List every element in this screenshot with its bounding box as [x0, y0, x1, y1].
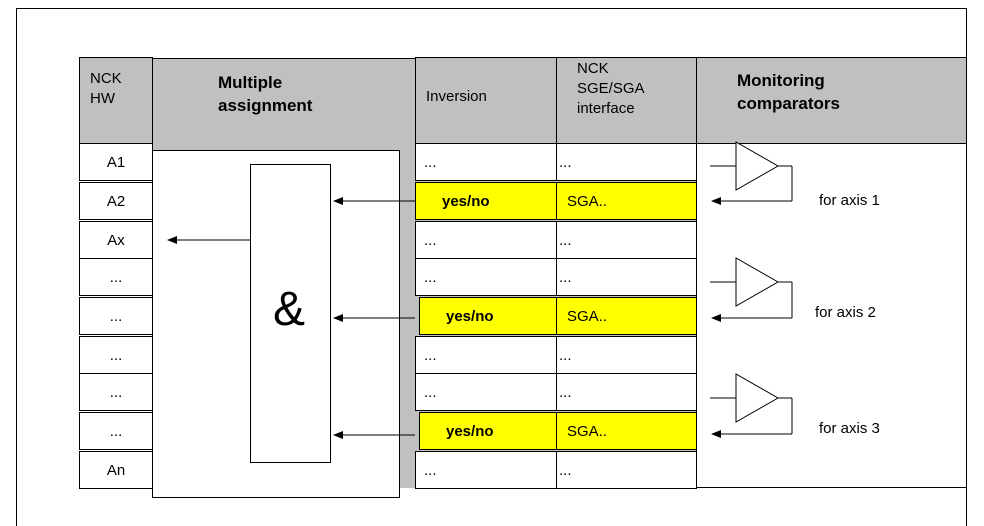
comparator-3: [710, 373, 793, 438]
inversion-value: ...: [424, 383, 437, 401]
interface-value: SGA..: [567, 307, 608, 325]
inversion-value: yes/no: [446, 422, 494, 440]
header-monitoring-line1: Monitoring: [737, 71, 825, 90]
inversion-cell: ...: [415, 451, 557, 489]
axis-label-3: for axis 3: [819, 420, 880, 437]
interface-cell: ...: [556, 221, 697, 259]
hw-row-label: ...: [109, 422, 123, 440]
hw-row: A1: [79, 143, 153, 181]
comparator-2: [710, 257, 793, 322]
hw-row-label: Ax: [107, 231, 125, 249]
inversion-value: ...: [424, 231, 437, 249]
interface-cell-highlight: SGA..: [556, 297, 697, 335]
hw-row: A2: [79, 182, 153, 220]
hw-row: ...: [79, 297, 153, 335]
hw-row: An: [79, 451, 153, 489]
interface-cell-highlight: SGA..: [556, 182, 697, 220]
axis-label-2: for axis 2: [815, 304, 876, 321]
header-multiple-assignment-line1: Multiple: [218, 73, 283, 92]
inversion-cell: ...: [415, 373, 557, 411]
interface-value: SGA..: [567, 192, 608, 210]
header-inversion-label: Inversion: [426, 88, 487, 105]
hw-row-label: ...: [109, 346, 123, 364]
hw-row: Ax: [79, 221, 153, 259]
interface-cell: ...: [556, 373, 697, 411]
inversion-cell-highlight: yes/no: [419, 412, 557, 450]
hw-row-label: An: [106, 461, 126, 479]
inversion-value: ...: [424, 346, 437, 364]
interface-value: ...: [559, 346, 572, 364]
and-gate: [250, 164, 331, 463]
header-nck-hw-line2: HW: [90, 90, 115, 107]
inversion-cell: ...: [415, 221, 557, 259]
hw-row: ...: [79, 336, 153, 374]
interface-value: ...: [559, 153, 572, 171]
hw-row: ...: [79, 412, 153, 450]
hw-row: ...: [79, 373, 153, 411]
interface-cell: ...: [556, 143, 697, 181]
inversion-cell: ...: [415, 258, 557, 296]
hw-row: ...: [79, 258, 153, 296]
hw-row-label: ...: [109, 268, 123, 286]
inversion-cell-highlight: yes/no: [415, 182, 557, 220]
header-nck-interface-line2: SGE/SGA: [577, 80, 645, 97]
header-nck-interface-line3: interface: [577, 100, 635, 117]
and-symbol: &: [273, 283, 306, 336]
header-multiple-assignment: Multiple assignment: [153, 58, 415, 144]
inversion-value: ...: [424, 461, 437, 479]
header-nck-hw-line1: NCK: [90, 70, 122, 87]
inversion-value: yes/no: [442, 192, 490, 210]
interface-value: SGA..: [567, 422, 608, 440]
inversion-cell: ...: [415, 143, 557, 181]
interface-cell: ...: [556, 451, 697, 489]
interface-value: ...: [559, 461, 572, 479]
hw-row-label: A1: [106, 153, 126, 171]
header-nck-interface-line1: NCK: [577, 60, 609, 77]
interface-value: ...: [559, 231, 572, 249]
hw-row-label: ...: [109, 383, 123, 401]
comparator-1: [710, 141, 793, 205]
inversion-value: ...: [424, 153, 437, 171]
header-monitoring: Monitoring comparators: [696, 57, 967, 144]
hw-row-label: ...: [109, 307, 123, 325]
interface-value: ...: [559, 383, 572, 401]
interface-value: ...: [559, 268, 572, 286]
inversion-value: yes/no: [446, 307, 494, 325]
interface-cell: ...: [556, 336, 697, 374]
hw-row-label: A2: [106, 192, 126, 210]
inversion-value: ...: [424, 268, 437, 286]
header-monitoring-line2: comparators: [737, 94, 840, 113]
interface-cell: ...: [556, 258, 697, 296]
header-multiple-assignment-line2: assignment: [218, 96, 313, 115]
axis-label-1: for axis 1: [819, 192, 880, 209]
interface-cell-highlight: SGA..: [556, 412, 697, 450]
